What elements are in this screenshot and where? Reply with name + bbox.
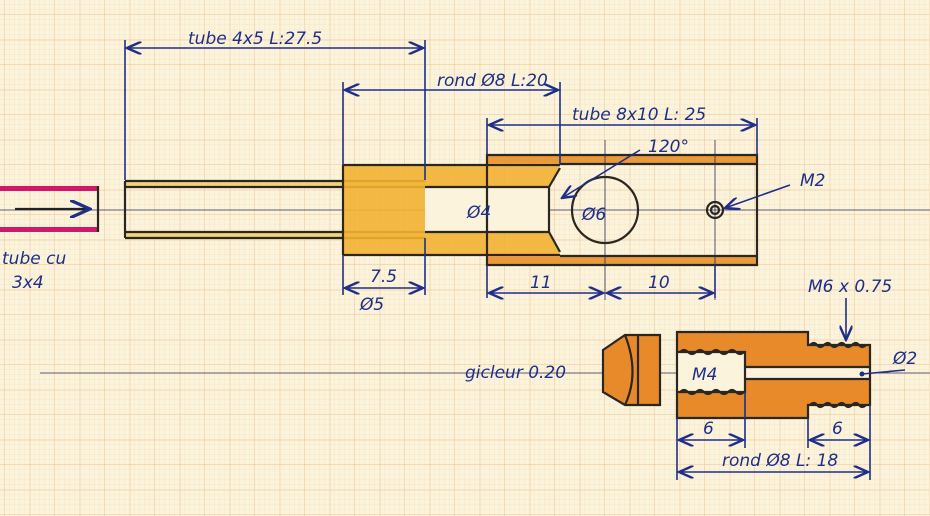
- label-rod-8-l20: rond Ø8 L:20: [437, 71, 548, 91]
- label-d5: Ø5: [359, 295, 384, 315]
- label-gicleur: gicleur 0.20: [465, 363, 566, 383]
- jet-nozzle: [601, 333, 662, 407]
- label-dim-10: 10: [648, 273, 670, 293]
- tube-8x10: [485, 140, 759, 300]
- label-tube-4x5: tube 4x5 L:27.5: [188, 29, 322, 49]
- label-dim-11: 11: [530, 273, 552, 293]
- label-tube-8x10: tube 8x10 L: 25: [572, 105, 706, 125]
- copper-tube: [0, 186, 100, 232]
- label-tube-cu: tube cu: [2, 249, 66, 269]
- label-m6-thread: M6 x 0.75: [808, 277, 892, 297]
- dimensions-bottom: [676, 298, 906, 480]
- label-dim-6-right: 6: [832, 419, 843, 439]
- tube-4x5: [123, 179, 425, 240]
- label-tube-cu-size: 3x4: [12, 273, 44, 293]
- label-d4: Ø4: [466, 203, 491, 223]
- label-d2: Ø2: [892, 349, 917, 369]
- label-dim-7-5: 7.5: [370, 267, 397, 287]
- label-rod-8-l18: rond Ø8 L: 18: [722, 451, 838, 471]
- dimensions-top: [124, 40, 791, 298]
- label-m2: M2: [800, 171, 825, 191]
- label-m4: M4: [692, 365, 717, 385]
- rod-8: [341, 163, 561, 257]
- label-angle-120: 120°: [648, 137, 689, 157]
- label-d6: Ø6: [581, 205, 606, 225]
- label-dim-6-left: 6: [703, 419, 714, 439]
